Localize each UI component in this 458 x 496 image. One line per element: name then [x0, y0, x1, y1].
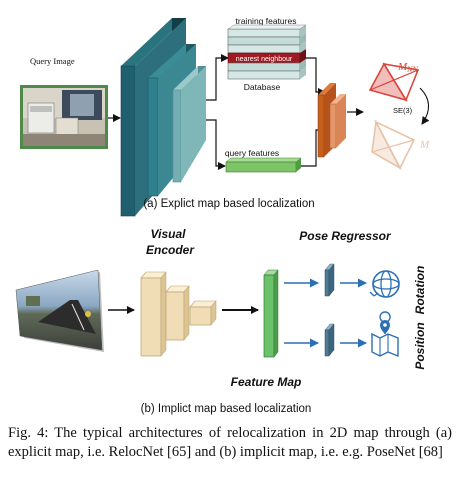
pose-fusion-layers [318, 83, 346, 157]
implicit-caption: (b) Implict map based localization [141, 403, 312, 415]
query-image-label: Query Image [30, 56, 75, 66]
encoder-to-db-arrow [206, 58, 228, 100]
input-road-image [16, 270, 104, 352]
rotation-icon [370, 271, 399, 297]
query-features-label: query features [225, 148, 279, 158]
training-features-label: training features [236, 16, 297, 26]
pose-nn-label: MNN [397, 61, 419, 74]
database-label: Database [244, 82, 281, 92]
position-icon [372, 312, 398, 356]
position-label: Position [413, 322, 427, 369]
explicit-map-diagram: Query Image [20, 16, 430, 216]
pose-regressor-label: Pose Regressor [299, 229, 392, 243]
rotation-regressor [325, 264, 334, 296]
query-features-bar [226, 158, 301, 172]
encoder-to-query-arrow [206, 120, 225, 166]
rotation-label: Rotation [413, 266, 427, 315]
position-regressor [325, 324, 334, 356]
feature-map [264, 270, 278, 357]
visual-encoder-label-line1: Visual [151, 227, 187, 241]
nearest-neighbour-label: nearest neighbour [236, 56, 293, 63]
figure-caption: Fig. 4: The typical architectures of rel… [8, 424, 452, 462]
pose-label: M [419, 139, 430, 151]
database-stack [228, 25, 306, 79]
query-image [20, 85, 108, 149]
implicit-map-diagram: Visual Encoder Feature Map Pose Regresso… [16, 227, 427, 415]
visual-encoder [141, 272, 216, 356]
db-to-fusion-arrow [306, 58, 325, 92]
pose-pyramid [372, 122, 414, 168]
visual-encoder-label-line2: Encoder [146, 243, 195, 257]
se3-transform-arrow [420, 88, 429, 124]
feature-map-label: Feature Map [231, 375, 302, 389]
explicit-caption: (a) Explict map based localization [143, 198, 314, 210]
explicit-encoder [121, 18, 206, 216]
se3-label: SE(3) [393, 106, 413, 115]
